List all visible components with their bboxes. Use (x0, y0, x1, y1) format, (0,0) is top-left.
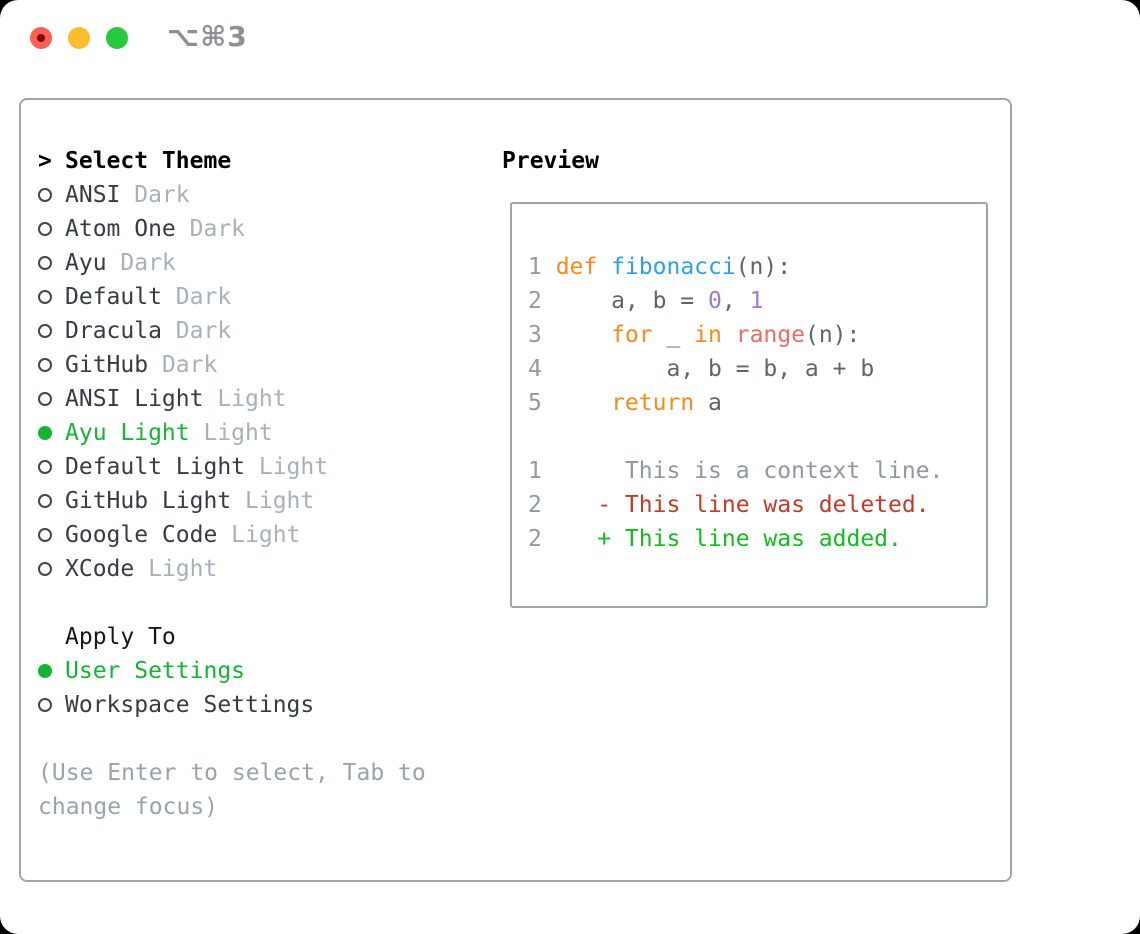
title-bar: ⌥⌘3 (0, 0, 1140, 76)
line-number: 1 (528, 254, 542, 280)
radio-icon (38, 450, 65, 484)
zoom-button-icon[interactable] (106, 27, 128, 49)
radio-icon (38, 484, 65, 518)
divider (38, 586, 486, 620)
close-button-icon[interactable] (30, 27, 52, 49)
help-text: (Use Enter to select, Tab to change focu… (38, 760, 426, 820)
radio-icon (38, 280, 65, 314)
code-line: 2 a, b = 0, 1 (528, 284, 986, 318)
theme-list-header: > Select Theme (38, 144, 486, 178)
divider (38, 722, 486, 756)
apply-to-workspace-settings[interactable]: Workspace Settings (38, 688, 486, 722)
theme-list-title: Select Theme (65, 148, 232, 174)
radio-selected-icon (38, 416, 65, 450)
code-text: a, b = b, a + b (555, 356, 875, 382)
line-number: 2 (528, 526, 542, 552)
code-text: a, b = 0, 1 (555, 288, 764, 314)
line-number: 2 (528, 288, 542, 314)
line-number: 1 (528, 458, 542, 484)
diff-text: This is a context line. (555, 458, 944, 484)
code-line: 1 def fibonacci(n): (528, 250, 986, 284)
radio-icon (38, 314, 65, 348)
code-line: 5 return a (528, 386, 986, 420)
radio-selected-icon (38, 654, 65, 688)
code-line: 3 for _ in range(n): (528, 318, 986, 352)
minimize-button-icon[interactable] (68, 27, 90, 49)
radio-icon (38, 518, 65, 552)
window-title: ⌥⌘3 (167, 20, 248, 53)
diff-text: + This line was added. (597, 526, 902, 552)
radio-icon (38, 688, 65, 722)
radio-icon (38, 552, 65, 586)
code-text: for _ in range(n): (611, 322, 861, 348)
apply-to-title: Apply To (65, 624, 176, 650)
diff-added-line: 2 + This line was added. (528, 522, 986, 556)
code-text: def fibonacci(n): (555, 254, 792, 280)
diff-deleted-line: 2 - This line was deleted. (528, 488, 986, 522)
code-text: return a (611, 390, 722, 416)
radio-icon (38, 178, 65, 212)
preview-title: Preview (502, 148, 599, 174)
focus-caret-icon: > (38, 148, 52, 174)
preview-pane: 1 def fibonacci(n): 2 a, b = 0, 1 3 for _… (510, 202, 988, 608)
apply-to-header: Apply To (38, 620, 486, 654)
radio-icon (38, 348, 65, 382)
code-line: 4 a, b = b, a + b (528, 352, 986, 386)
diff-context-line: 1 This is a context line. (528, 454, 986, 488)
line-number: 3 (528, 322, 542, 348)
line-number: 5 (528, 390, 542, 416)
radio-icon (38, 212, 65, 246)
line-number: 4 (528, 356, 542, 382)
radio-icon (38, 246, 65, 280)
diff-text: - This line was deleted. (597, 492, 930, 518)
radio-icon (38, 382, 65, 416)
apply-to-user-settings[interactable]: User Settings (38, 654, 486, 688)
line-number: 2 (528, 492, 542, 518)
divider (528, 420, 986, 454)
